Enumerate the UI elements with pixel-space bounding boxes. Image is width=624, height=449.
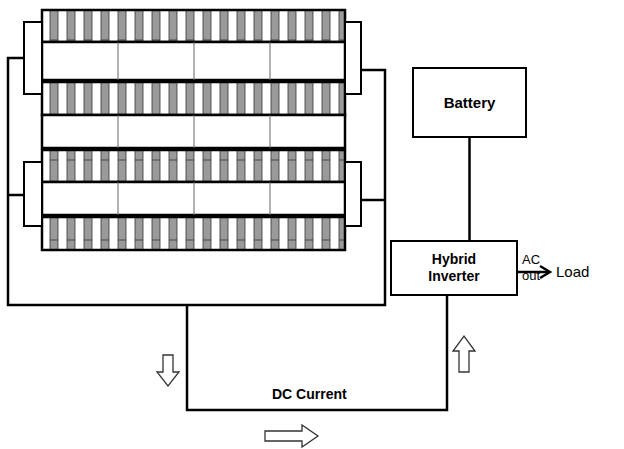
load-label: Load bbox=[556, 263, 616, 282]
current-flow-arrows bbox=[157, 336, 475, 447]
inverter-box: Hybrid Inverter bbox=[390, 240, 518, 296]
dc-wires bbox=[8, 58, 550, 410]
connector-wire bbox=[469, 138, 470, 240]
solar-panels bbox=[42, 10, 345, 250]
box-label: Battery bbox=[444, 94, 496, 112]
output-label: AC out bbox=[522, 252, 550, 285]
panel-cell-dividers bbox=[118, 42, 270, 215]
battery-box: Battery bbox=[412, 67, 527, 138]
box-label: Hybrid Inverter bbox=[410, 251, 498, 285]
panel-connectors bbox=[24, 22, 361, 226]
current-label: DC Current bbox=[272, 386, 412, 404]
